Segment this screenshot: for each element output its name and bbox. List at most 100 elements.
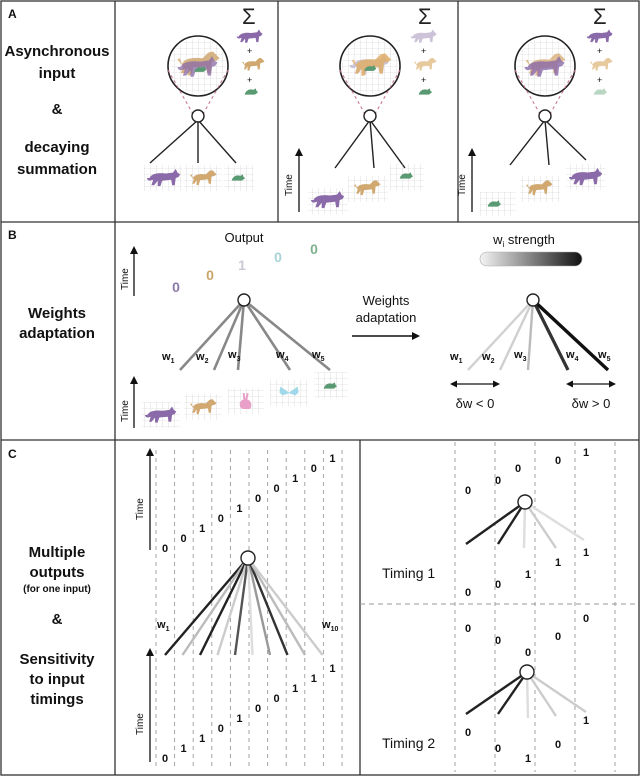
synapse-line (236, 299, 246, 371)
neuron (526, 293, 540, 307)
input-value: 1 (583, 547, 589, 559)
neuron (363, 109, 377, 123)
input-value: 1 (329, 663, 335, 675)
output-value: 1 (236, 503, 242, 515)
panel-a-scene-3: Σ + + Time (457, 4, 613, 216)
panel-letter-c: C (8, 447, 17, 461)
adapted-synapse-line (498, 299, 535, 371)
adaptation-label: adaptation (356, 310, 417, 325)
synapse-line (198, 557, 250, 656)
input-value: 1 (525, 753, 531, 765)
input-value: 1 (525, 569, 531, 581)
synapse-line (496, 501, 527, 545)
adapted-weight-label: w4 (565, 349, 579, 363)
delta-right-label: δw > 0 (572, 396, 611, 411)
weight-label: w5 (311, 349, 325, 363)
plus-sign: + (247, 46, 252, 56)
synapse-line (247, 557, 324, 656)
panel-c-title-line: Sensitivity (19, 651, 95, 668)
adapted-weight-label: w5 (597, 349, 611, 363)
input-value: 1 (181, 743, 187, 755)
input-value: 0 (555, 739, 561, 751)
neuron (191, 109, 205, 123)
delta-left-label: δw < 0 (456, 396, 495, 411)
panel-a-title-line: decaying (24, 139, 89, 156)
neuron (237, 293, 251, 307)
neuron (538, 109, 552, 123)
panel-letter-b: B (8, 228, 17, 242)
panel-a-title: Asynchronous input & decaying summation (4, 43, 109, 178)
synapse-line (246, 557, 254, 656)
synapse-line (246, 557, 272, 656)
output-value: 0 (172, 279, 180, 295)
stack-dog-icon (590, 57, 613, 71)
panel-c-title-line: Multiple (29, 544, 86, 561)
output-label: Output (224, 230, 263, 245)
stack-cat-icon (410, 29, 437, 43)
panel-c-title-line: & (52, 611, 63, 628)
input-value: 0 (162, 753, 168, 765)
panel-a-scene-1: Σ + + (144, 4, 265, 191)
adapted-weight-label: w1 (449, 351, 463, 365)
synapse-line (524, 500, 585, 542)
input-value: 1 (583, 715, 589, 727)
timing-1-label: Timing 1 (382, 565, 435, 581)
stack-mouse-icon (593, 88, 608, 95)
time-label: Time (135, 498, 146, 520)
panel-b-title-line: Weights (28, 305, 86, 322)
input-value: 0 (255, 703, 261, 715)
sum-symbol: Σ (418, 4, 432, 29)
panel-letter-a: A (8, 7, 17, 21)
plus-sign: + (597, 46, 602, 56)
synapse-line (246, 557, 307, 656)
panel-a: A Asynchronous input & decaying summatio… (4, 4, 613, 216)
output-value: 0 (181, 533, 187, 545)
panel-c-title-line: (for one input) (23, 584, 91, 595)
plus-sign: + (597, 75, 602, 85)
output-value: 0 (310, 241, 318, 257)
panel-c-title-line: to input (30, 671, 85, 688)
synapse-line (216, 557, 250, 656)
output-value: 0 (555, 455, 561, 467)
output-value: 1 (199, 523, 205, 535)
output-value: 0 (218, 513, 224, 525)
panel-a-title-line: summation (17, 161, 97, 178)
output-value: 0 (583, 613, 589, 625)
weight-label: w1 (161, 351, 175, 365)
input-value: 0 (274, 693, 280, 705)
output-value: 0 (162, 543, 168, 555)
synapse-line (524, 501, 557, 549)
synapse-line (212, 299, 246, 371)
weight-label: w4 (275, 349, 289, 363)
time-label: Time (135, 713, 146, 735)
time-label: Time (120, 400, 131, 422)
strength-label: wi strength (492, 232, 555, 249)
weight-label-w10: w10 (321, 619, 338, 633)
adapted-synapse-line (526, 299, 535, 371)
synapse-line (164, 557, 249, 656)
neuron (240, 550, 256, 566)
stack-dog-icon (414, 57, 437, 71)
plus-sign: + (421, 46, 426, 56)
adapted-synapse-line (531, 299, 570, 371)
input-value: 0 (495, 743, 501, 755)
output-value: 0 (465, 485, 471, 497)
synapse-line (181, 557, 249, 656)
output-value: 0 (206, 267, 214, 283)
stack-mouse-icon (418, 88, 433, 95)
panel-c-title: Multiple outputs (for one input) & Sensi… (19, 544, 95, 708)
adapted-weight-label: w2 (481, 351, 495, 365)
strength-gradient-bar (479, 251, 583, 267)
weight-label-w1: w1 (156, 619, 170, 633)
output-value: 0 (255, 493, 261, 505)
input-value: 1 (292, 683, 298, 695)
input-value: 0 (465, 727, 471, 739)
plus-sign: + (247, 75, 252, 85)
output-value: 0 (495, 635, 501, 647)
timing-2-label: Timing 2 (382, 735, 435, 751)
output-value: 1 (292, 473, 298, 485)
